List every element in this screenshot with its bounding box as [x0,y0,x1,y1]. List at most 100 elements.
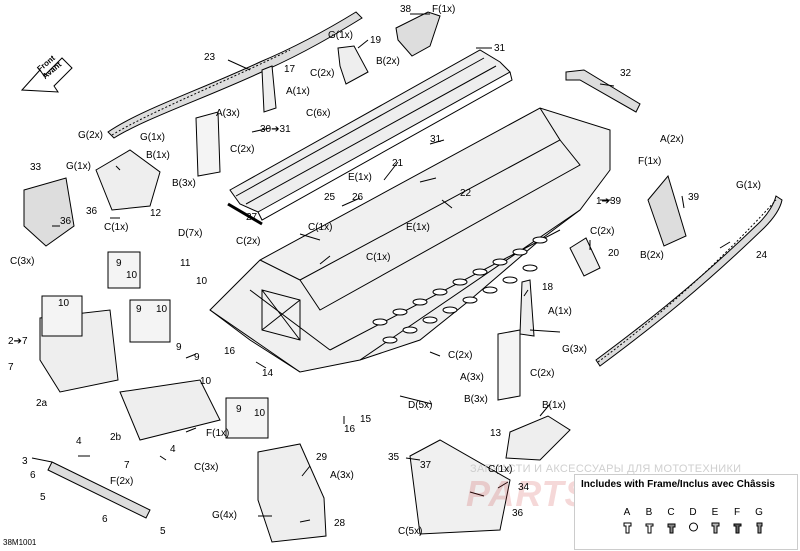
legend-item-d: D [685,507,701,534]
callout-g4x: G(4x) [212,510,237,521]
callout-21: 21 [392,158,404,169]
callout-a3x: A(3x) [330,470,354,481]
legend-item-f: F [729,507,745,534]
part-17-bracket [261,65,277,113]
callout-36: 36 [86,206,98,217]
callout-29: 29 [316,452,328,463]
callout-10: 10 [156,304,168,315]
callout-a2x: A(2x) [660,134,684,145]
callout-b1x: B(1x) [542,400,566,411]
callout-c2x: C(2x) [310,68,335,79]
callout-g1x: G(1x) [328,30,353,41]
legend-letter: A [623,507,631,518]
callout-g1x: G(1x) [140,132,165,143]
callout-33: 33 [30,162,42,173]
legend-letter: B [645,507,653,518]
callout-f1x: F(1x) [432,4,456,15]
brand-watermark: PARTS [466,473,590,514]
callout-9: 9 [116,258,122,269]
callout-20: 20 [608,248,620,259]
hardware-legend: Includes with Frame/Inclus avec Châssis … [574,474,798,550]
callout-c2x: C(2x) [590,226,615,237]
callout-c3x: C(3x) [10,256,35,267]
watermark-text: ЗАПЧАСТИ И АКСЕССУАРЫ ДЛЯ МОТОТЕХНИКИ [470,463,742,475]
callout-23: 23 [204,52,216,63]
callout-36: 36 [512,508,524,519]
rivet-icon [667,523,675,534]
part-18-bracket [519,279,535,337]
callout-10: 10 [200,376,212,387]
callout-c3x: C(3x) [194,462,219,473]
legend-item-g: G [751,507,767,534]
legend-item-e: E [707,507,723,534]
part-37-assembly [409,439,511,535]
callout-g3x: G(3x) [562,344,587,355]
callout-b2x: B(2x) [376,56,400,67]
callout-g1x: G(1x) [736,180,761,191]
legend-letter: C [667,507,675,518]
part-19-bracket [337,45,369,85]
part-32-bracket [565,69,641,113]
callout-7: 7 [124,460,130,471]
callout-38: 38 [400,4,412,15]
legend-letter: F [733,507,741,518]
callout-f1x: F(1x) [206,428,230,439]
callout-c2x: C(2x) [236,236,261,247]
callout-d5x: D(5x) [408,400,433,411]
part-33-bracket [23,177,75,247]
callout-24: 24 [756,250,768,261]
callout-7: 7 [8,362,14,373]
callout-2b: 2b [110,432,122,443]
legend-item-a: A [619,507,635,534]
part-28-cooler [257,443,327,543]
callout-9: 9 [236,404,242,415]
callout-16: 16 [224,346,236,357]
callout-31: 31 [494,43,506,54]
callout-4: 4 [170,444,176,455]
callout-39: 39 [688,192,700,203]
callout-10: 10 [58,298,70,309]
callout-a3x: A(3x) [460,372,484,383]
callout-17: 17 [284,64,296,75]
callout-9: 9 [136,304,142,315]
rivet-icon [756,522,762,534]
callout-10: 10 [254,408,266,419]
callout-f2x: F(2x) [110,476,134,487]
callout-c1x: C(1x) [308,222,333,233]
reference-code: 38M1001 [3,538,37,547]
legend-letter: G [755,507,763,518]
rivet-icon [733,523,741,534]
callout-12: 12 [150,208,162,219]
rivet-icon [688,522,698,532]
callout-6: 6 [30,470,36,481]
callout-30-31: 30➔31 [260,124,291,135]
part-13-bracket [505,415,571,461]
callout-1-39: 1➔39 [596,196,622,207]
callout-27: 27 [246,212,258,223]
callout-32: 32 [620,68,632,79]
callout-c1x: C(1x) [488,464,513,475]
callout-10: 10 [196,276,208,287]
callout-15: 15 [360,414,372,425]
callout-c6x: C(6x) [306,108,331,119]
callout-9: 9 [176,342,182,353]
callout-19: 19 [370,35,382,46]
rivet-icon [645,523,653,534]
callout-34: 34 [518,482,530,493]
bolt-icon [623,522,631,534]
callout-4: 4 [76,436,82,447]
callout-b3x: B(3x) [464,394,488,405]
callout-a3x: A(3x) [216,108,240,119]
callout-14: 14 [262,368,274,379]
callout-g2x: G(2x) [78,130,103,141]
legend-title: Includes with Frame/Inclus avec Châssis [581,479,775,490]
legend-item-b: B [641,507,657,534]
callout-b3x: B(3x) [172,178,196,189]
part-39-bracket [647,174,687,247]
callout-35: 35 [388,452,400,463]
callout-13: 13 [490,428,502,439]
callout-d7x: D(7x) [178,228,203,239]
callout-2a: 2a [36,398,48,409]
